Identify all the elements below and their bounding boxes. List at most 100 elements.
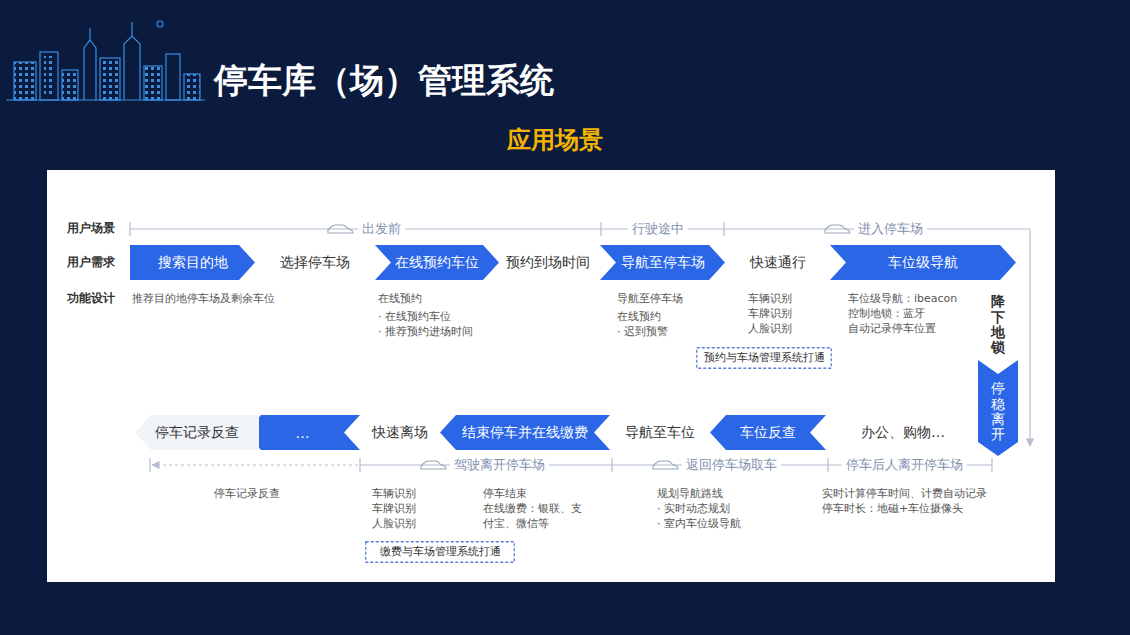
chevron-shape <box>600 245 725 280</box>
function-note: 停车结束 <box>483 486 527 501</box>
step-label: 办公、购物… <box>861 424 945 442</box>
skyline-icon-part <box>157 21 163 27</box>
step-label: 快速离场 <box>372 424 428 442</box>
skyline-icon-part <box>62 70 78 100</box>
process-chevron: 结束停车并在线缴费 <box>440 415 610 450</box>
process-step: 选择停车场 <box>255 245 375 280</box>
process-chevron: 停稳离开 <box>978 360 1018 456</box>
note-box: 缴费与车场管理系统打通 <box>365 541 515 563</box>
function-note: · 实时动态规划 <box>657 501 730 516</box>
note-box: 预约与车场管理系统打通 <box>696 347 832 369</box>
step-label: 在线预约车位 <box>395 254 479 272</box>
process-step: 停车记录反查 <box>135 415 259 450</box>
function-note: 在线预约 <box>378 291 422 306</box>
step-label: 预约到场时间 <box>506 254 590 272</box>
scene-line-part <box>129 222 130 236</box>
scene-heading: 停车后人离开停车场 <box>842 457 967 473</box>
row-heading: 用户场景 <box>67 220 115 237</box>
process-step: 导航至车位 <box>610 415 710 450</box>
function-note: 车牌识别 <box>372 501 416 516</box>
process-chevron: 搜索目的地 <box>130 245 255 280</box>
function-note: 车辆识别 <box>748 291 792 306</box>
function-note: 规划导航路线 <box>657 486 723 501</box>
chevron-shape <box>830 245 1016 280</box>
function-note: · 在线预约车位 <box>378 309 451 324</box>
scene-line-part <box>149 458 150 472</box>
dashed-border <box>697 348 832 369</box>
process-chevron: 导航至停车场 <box>600 245 725 280</box>
scene-heading: 行驶途中 <box>628 221 688 237</box>
skyline-icon <box>6 21 205 100</box>
function-note: · 室内车位级导航 <box>657 516 741 531</box>
function-note: · 推荐预约进场时间 <box>378 324 473 339</box>
car-icon-part <box>328 225 353 233</box>
step-label: … <box>296 425 310 441</box>
function-note: 人脸识别 <box>372 516 416 531</box>
step-label: 车位级导航 <box>888 254 958 272</box>
step-label: 降下地锁 <box>991 294 1005 356</box>
process-chevron: … <box>245 415 360 450</box>
dashed-border <box>366 542 515 563</box>
car-icon-part <box>653 461 678 469</box>
chevron-shape <box>130 245 255 280</box>
scene-line-part <box>723 222 724 236</box>
function-note: 车位级导航：ibeacon <box>848 291 957 306</box>
scene-line-part <box>1029 229 1030 446</box>
step-label: 停稳离开 <box>991 373 1005 443</box>
scene-heading: 驾驶离开停车场 <box>450 457 549 473</box>
skyline-icon-part <box>124 36 140 100</box>
scene-line-part <box>991 458 992 472</box>
function-note: 控制地锁：蓝牙 <box>848 306 925 321</box>
function-note: 在线缴费：银联、支付宝、微信等 <box>483 501 591 531</box>
function-note: 自动记录停车位置 <box>848 321 936 336</box>
page-title: 停车库（场）管理系统 <box>214 58 554 104</box>
chevron-shape <box>978 360 1018 456</box>
step-label: 导航至车位 <box>625 424 695 442</box>
scene-line-part <box>152 464 358 465</box>
process-chevron: 车位反查 <box>710 415 826 450</box>
step-label: 缴费与车场管理系统打通 <box>380 545 501 559</box>
chevron-shape <box>440 415 610 450</box>
scene-line-part <box>827 458 828 472</box>
section-subtitle: 应用场景 <box>507 124 603 156</box>
process-step: 降下地锁 <box>980 290 1016 360</box>
skyline-icon-part <box>144 66 162 100</box>
scene-line <box>130 222 1030 472</box>
car-icon-part <box>421 461 446 469</box>
function-note: 停车记录反查 <box>214 486 280 501</box>
function-note: 车牌识别 <box>748 306 792 321</box>
process-chevron: 在线预约车位 <box>375 245 499 280</box>
step-label: 车位反查 <box>740 424 796 442</box>
process-step: 快速通行 <box>725 245 830 280</box>
scene-heading: 出发前 <box>358 221 405 237</box>
function-note: 实时计算停车时间、计费自动记录 <box>822 486 987 501</box>
scene-line-part <box>359 458 360 472</box>
chevron-shape <box>710 415 826 450</box>
step-label: 快速通行 <box>750 254 806 272</box>
skyline-icon-part <box>100 58 120 100</box>
step-label: 搜索目的地 <box>158 254 228 272</box>
row-heading: 用户需求 <box>67 254 115 271</box>
skyline-icon-part <box>44 56 54 96</box>
step-label: 导航至停车场 <box>621 254 705 272</box>
function-note: 在线预约 <box>617 309 661 324</box>
scene-line-part <box>600 222 601 236</box>
function-note: 推荐目的地停车场及剩余车位 <box>132 291 275 306</box>
process-step: 快速离场 <box>360 415 440 450</box>
process-chevron: 车位级导航 <box>830 245 1016 280</box>
chevron-shape <box>245 415 360 450</box>
function-note: · 迟到预警 <box>617 324 668 339</box>
skyline-icon-part <box>40 52 58 100</box>
content-panel <box>47 170 1055 582</box>
skyline-icon-part <box>89 28 90 40</box>
step-label: 预约与车场管理系统打通 <box>704 351 825 365</box>
skyline-icon-part <box>14 62 36 100</box>
function-note: 导航至停车场 <box>617 291 683 306</box>
scene-heading: 进入停车场 <box>854 221 927 237</box>
step-label: 选择停车场 <box>280 254 350 272</box>
step-label: 停车记录反查 <box>155 424 239 442</box>
function-note: 停车时长：地磁+车位摄像头 <box>822 501 963 516</box>
process-step: 预约到场时间 <box>495 245 600 280</box>
